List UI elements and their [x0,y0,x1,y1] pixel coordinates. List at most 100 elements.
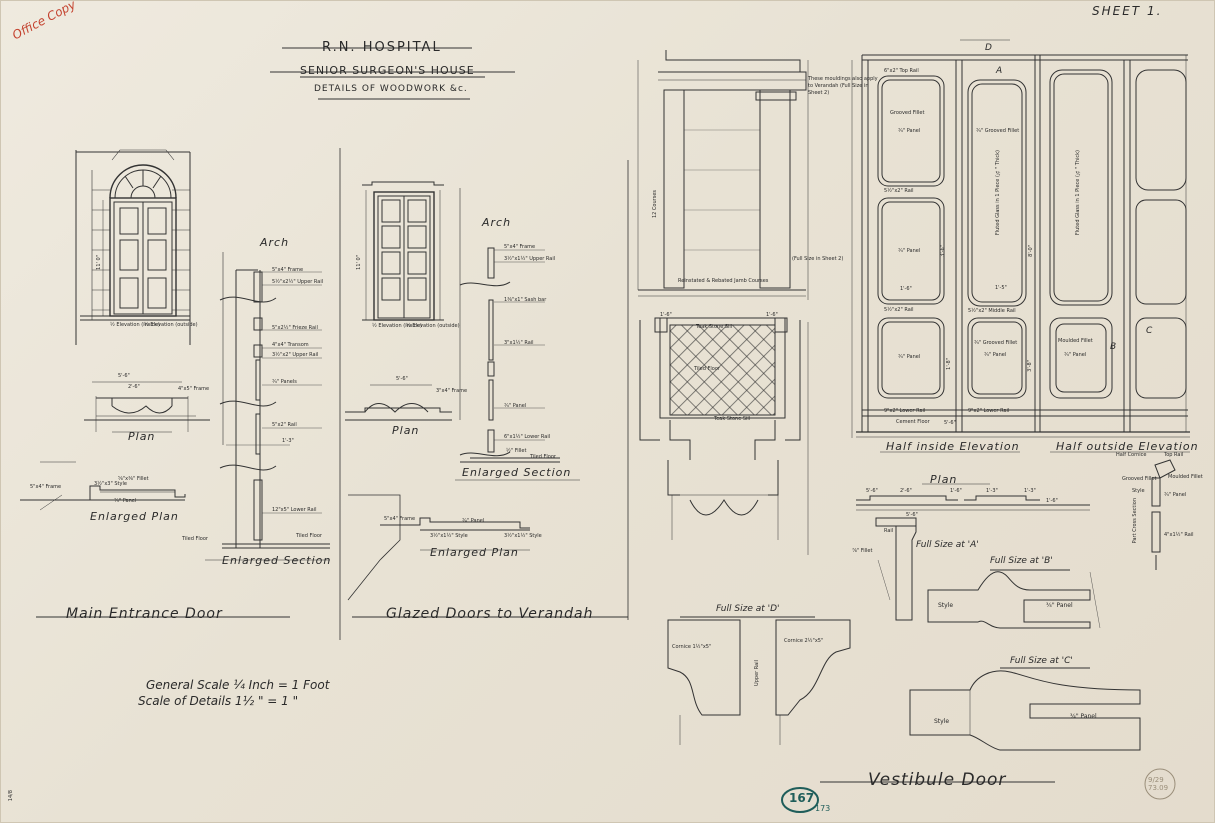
main-enlarged-section-label: Enlarged Section [222,554,332,567]
full-size-d-label: Full Size at 'D' [716,604,780,614]
vest-left-note-5: 5½"x2" Rail [884,307,914,313]
vest-rail-note: Rail [884,528,894,534]
glazed-enlarged-plan-label: Enlarged Plan [430,546,519,559]
vest-dim-3: 8'-0" [1028,245,1034,257]
vest-sill-note-2: 1'-6" [660,312,672,318]
vest-dim-5: 1'-5" [995,285,1007,291]
vest-dim-0: 1'-6" [900,286,912,292]
vest-mid-note-4: ¾" Panel [984,352,1007,358]
vest-dim-1: 5'-6" [944,420,956,426]
vestibule-outside-view [637,50,809,300]
vestibule-plan-label: Plan [930,473,958,486]
stamp-text: 9/29 73.09 [1148,776,1169,792]
details-scale: Scale of Details 1½ " = 1 " [138,694,299,708]
main-door-plan [40,381,210,463]
main-enlarged-plan-label: Enlarged Plan [90,510,179,523]
main-door-elev-inside: ½ Elevation (inside) [110,322,160,328]
vest-dim-4: 1'-8" [946,358,952,370]
glazed-sec-note-0: 5"x4" Frame [504,244,536,250]
pavement-note: Reinstated & Rebated Jamb Courses [678,278,769,284]
glazed-plan-dim-1: 5'-6" [396,376,408,382]
glazed-sec-note-6: ½" Fillet [506,448,527,454]
vest-panel: ¾" Panel [1064,352,1087,358]
vest-plan-note-4: 1'-3" [1024,488,1036,494]
title-rules [270,47,515,100]
main-plan-dim-1: 5'-6" [118,373,130,379]
sheet-number: SHEET 1. [1092,4,1163,18]
main-sec-note-7: 1'-3" [282,438,294,444]
vest-dim-2: 3'-6" [940,245,946,257]
vestibule-door-heading: Vestibule Door [868,770,1007,790]
drawing-title: R.N. HOSPITAL [322,40,442,55]
vest-left-note-8: Cement Floor [896,419,930,425]
cross-note-2: Moulded Fillet [1168,474,1203,480]
main-door-height: 11' 0" [96,255,102,270]
main-door-elevation [75,149,191,345]
section-letter-a: A [996,66,1003,76]
main-plan-dim-2: 2'-6" [128,384,140,390]
vest-plan-note-5: 1'-6" [1046,498,1058,504]
cross-note-1: Top Rail [1164,452,1184,458]
cross-note-5: Style [1132,488,1145,494]
glazed-door-elevation [362,181,444,321]
section-letter-c: C [1146,326,1153,336]
moulding-note: These mouldings also apply to Verandah (… [808,76,878,96]
main-sec-note-8: 12"x5" Lower Rail [272,507,317,513]
main-door-enlarged-plan [20,485,186,511]
vest-plan-note-2: 1'-6" [950,488,962,494]
courses-note: 12 Courses [652,190,658,219]
main-door-heading: Main Entrance Door [66,606,223,622]
glazed-elev-outside: ½ Elevation (outside) [406,323,460,329]
vestibule-plan [856,483,1090,511]
part-cross-section [1151,459,1176,570]
vest-left-note-6: ¾" Panel [898,354,921,360]
vest-mid-note-2: 5½"x2" Middle Rail [968,308,1016,314]
glazed-arch-label: Arch [482,216,512,229]
glazed-plan-note-3: 3½"x1½" Style [504,533,542,539]
glazed-door-section [455,188,580,481]
full-size-a [875,517,917,621]
upper-rail-label: Upper Rail [754,660,760,686]
vestibule-floor-plan [639,317,809,555]
glazed-sec-note-3: 3"x1½" Rail [504,340,534,346]
glazed-plan-label: Plan [392,424,420,437]
main-sec-note-6: 5"x2" Rail [272,422,297,428]
part-cross-section-label: Part Cross Section [1132,498,1138,544]
drawing-number-ring [781,787,819,813]
vest-left-note-0: 6"x2" Top Rail [884,68,919,74]
glazed-height: 11' 0" [356,255,362,270]
full-b-style: Style [938,602,954,609]
vest-left-note-4: ¾" Panel [898,248,921,254]
vest-tiled-floor: Tiled Floor [694,366,720,372]
full-b-panel: ¾" Panel [1046,602,1073,609]
full-size-b-label: Full Size at 'B' [990,556,1053,566]
full-c-panel: ¾" Panel [1070,713,1097,720]
main-sec-note-3: 4"x4" Transom [272,342,309,348]
vest-mid-note-3: ¾" Grooved Fillet [974,340,1018,346]
full-c-style: Style [934,718,950,725]
vest-plan-note-6: 5'-6" [906,512,918,518]
vest-mid-note-5: 9"x2" Lower Rail [968,408,1010,414]
vest-sill-note-3: 1'-6" [766,312,778,318]
glazed-doors-heading: Glazed Doors to Verandah [386,606,594,622]
main-tiled-floor: Tiled Floor [182,536,208,542]
vest-right-note: Fluted Glass in 1 Piece (¾" Thick) [1075,150,1081,236]
vest-plan-note-3: 1'-3" [986,488,998,494]
main-door-elev-outside: ½ Elevation (outside) [144,322,198,328]
vest-sill-note-0: Teak Stone Sill [696,324,733,330]
vest-left-note-1: Grooved Fillet [890,110,925,116]
half-outside-elevation-label: Half outside Elevation [1056,440,1199,453]
vest-left-note-3: 5½"x2" Rail [884,188,914,194]
glazed-door-plan [345,384,452,421]
vest-mid-note-1: Fluted Glass in 1 Piece (¾" Thick) [995,150,1001,236]
stamp-ring [1144,768,1176,800]
general-scale: General Scale ¼ Inch = 1 Foot [146,678,330,692]
glazed-enlarged-section-label: Enlarged Section [462,466,572,479]
glazed-door-enlarged-plan [347,494,530,601]
glazed-sec-note-1: 3½"x1½" Upper Rail [504,256,556,262]
vest-mid-note-0: ¾" Grooved Fillet [976,128,1020,134]
main-enl-plan-fillet: ⅝"x⅜" Fillet [118,476,149,482]
full-size-sheet2-note: (Full Size in Sheet 2) [792,256,844,262]
cross-note-3: Grooved Fillet [1122,476,1157,482]
